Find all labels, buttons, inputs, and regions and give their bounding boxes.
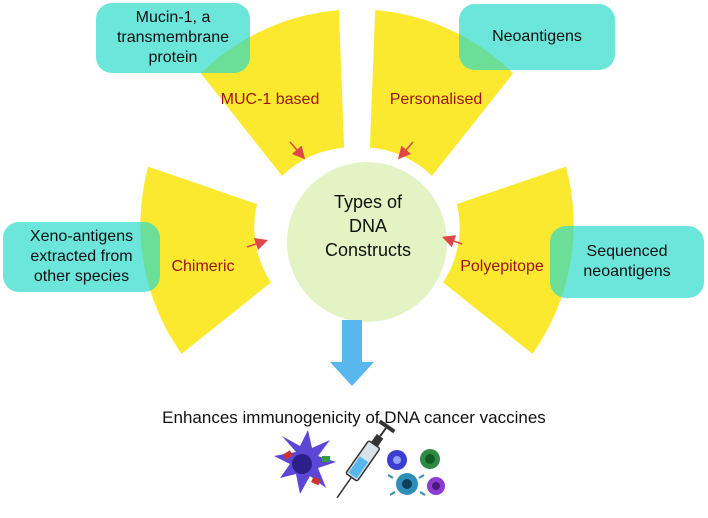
segment-label-personalised: Personalised xyxy=(389,91,483,108)
arrow-chimeric xyxy=(246,237,269,251)
arrow-personalised xyxy=(397,141,414,160)
center-title-line2: DNA xyxy=(348,216,387,236)
immune-cells-icon xyxy=(387,449,445,496)
caption: Enhances immunogenicity of DNA cancer va… xyxy=(162,408,546,427)
down-arrow xyxy=(330,320,374,386)
box-mucin-1-line1: Mucin-1, a xyxy=(135,9,211,26)
arrow-muc1 xyxy=(289,141,306,160)
connector-arrows xyxy=(246,141,463,251)
box-neoantigens-line1: Neoantigens xyxy=(492,28,582,45)
box-sequenced-line1: Sequenced xyxy=(586,243,668,260)
segment-label-chimeric: Chimeric xyxy=(171,258,235,275)
segment-polyepitope-shape xyxy=(443,166,574,354)
syringe-icon xyxy=(336,419,396,499)
box-mucin-1: Mucin-1, a transmembrane protein xyxy=(96,3,250,73)
center-title-line1: Types of xyxy=(333,192,403,212)
box-xeno-antigens-line2: extracted from xyxy=(30,248,133,265)
center-circle xyxy=(287,162,447,322)
box-xeno-antigens: Xeno-antigens extracted from other speci… xyxy=(3,222,160,292)
dendritic-cell-icon xyxy=(274,430,336,494)
box-xeno-antigens-line3: other species xyxy=(33,268,130,285)
segment-chimeric-shape xyxy=(140,166,271,354)
box-mucin-1-line2: transmembrane xyxy=(116,29,230,46)
box-mucin-1-line3: protein xyxy=(148,49,198,66)
center-title-line3: Constructs xyxy=(324,240,412,260)
box-sequenced-neoantigens: Sequenced neoantigens xyxy=(550,226,704,298)
box-neoantigens: Neoantigens xyxy=(459,4,615,70)
box-xeno-antigens-line1: Xeno-antigens xyxy=(29,228,134,245)
segment-label-polyepitope: Polyepitope xyxy=(460,258,544,275)
arrow-polyepitope xyxy=(441,235,463,248)
segment-label-muc1: MUC-1 based xyxy=(220,91,320,108)
box-sequenced-line2: neoantigens xyxy=(583,263,671,280)
center-title: Types of DNA Constructs xyxy=(283,190,453,262)
